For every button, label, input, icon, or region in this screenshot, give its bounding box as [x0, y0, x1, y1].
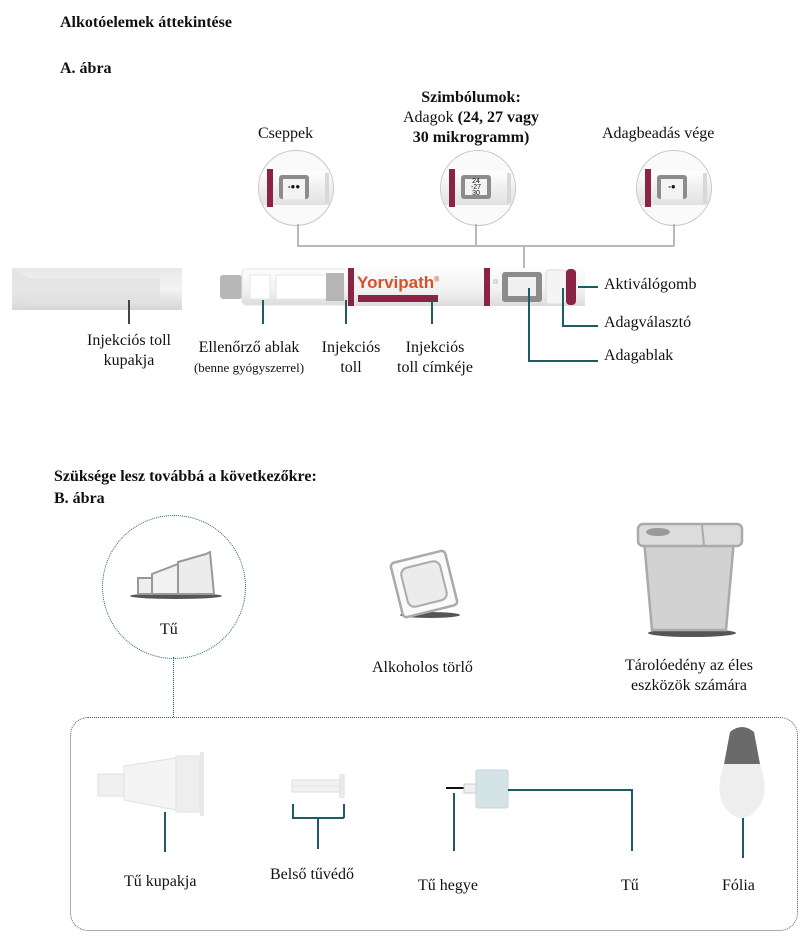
- needle-cap-label: Tű kupakja: [124, 873, 197, 890]
- brand-mark: ®: [434, 276, 440, 284]
- symbols-doses-label: Adagok: [403, 109, 458, 126]
- dose-window: 24 -27 30: [461, 175, 491, 199]
- pen-label-label: Injekciós toll címkéje: [392, 338, 478, 378]
- check-window-label: Ellenőrző ablak (benne gyógyszerrel): [182, 338, 316, 378]
- callout-line: [128, 300, 130, 324]
- pen-band: [449, 169, 455, 207]
- zoom-circle-drops: -●●: [258, 150, 334, 226]
- bracket-line: [343, 804, 345, 818]
- callout-line: [431, 300, 433, 324]
- check-window-sub: (benne gyógyszerrel): [193, 360, 305, 375]
- alcohol-wipe-label: Alkoholos törlő: [372, 659, 473, 676]
- callout-line: [631, 789, 633, 851]
- dose-selector-label: Adagválasztó: [604, 314, 692, 331]
- callout-line: [562, 325, 598, 327]
- callout-line: [508, 789, 632, 791]
- connector-line: [475, 224, 477, 246]
- inner-shield-label: Belső tűvédő: [270, 866, 354, 883]
- sharps-container-label-line1: Tárolóedény az éles: [625, 657, 753, 674]
- callout-line: [262, 300, 264, 324]
- check-window-title: Ellenőrző ablak: [198, 339, 300, 356]
- foil-label: Fólia: [722, 877, 755, 894]
- drops-symbol: -●●: [283, 179, 305, 199]
- symbols-heading: Szimbólumok:: [421, 89, 521, 106]
- needle-packaged-icon: [130, 550, 222, 599]
- bracket-line: [292, 804, 294, 818]
- drops-label: Cseppek: [258, 125, 314, 142]
- callout-line: [164, 812, 166, 852]
- needle-label: Tű: [160, 621, 178, 638]
- pen-label-line1: Injekciós: [405, 339, 465, 356]
- dose-24: 24: [472, 178, 480, 185]
- pen-band: [645, 169, 651, 207]
- callout-line: [578, 286, 598, 288]
- symbols-callout: Szimbólumok: Adagok (24, 27 vagy 30 mikr…: [378, 88, 564, 148]
- figure-a-title: A. ábra: [60, 60, 112, 77]
- connector-line: [673, 224, 675, 246]
- symbols-doses-values: (24, 27 vagy: [457, 109, 539, 126]
- needle-tip-label: Tű hegye: [418, 877, 478, 894]
- callout-line: [317, 817, 319, 849]
- pen-cap-image: [12, 268, 182, 310]
- end-symbol: -●: [661, 179, 683, 199]
- pen-band: [267, 169, 273, 207]
- dose-30: 30: [472, 190, 480, 197]
- dose-window-label: Adagablak: [604, 347, 674, 364]
- dose-window: -●: [657, 175, 687, 199]
- injection-pen-line1: Injekciós: [321, 339, 381, 356]
- needle-part-label: Tű: [621, 877, 639, 894]
- symbols-line3: 30 mikrogramm): [412, 129, 530, 146]
- symbols-line2: Adagok (24, 27 vagy: [378, 108, 564, 128]
- needle-zoom-circle: [102, 515, 246, 659]
- pen-brand-label: Yorvipath®: [357, 273, 439, 293]
- needle-cap-image: [97, 752, 204, 816]
- dotted-connector: [173, 657, 174, 717]
- connector-line: [297, 245, 674, 247]
- sharps-container-icon: [636, 522, 744, 637]
- callout-line: [345, 300, 347, 324]
- connector-line: [297, 224, 299, 246]
- sharps-container-label-line2: eszközök számára: [631, 677, 747, 694]
- callout-line: [742, 818, 744, 858]
- figure-b-intro: Szüksége lesz továbbá a következőkre:: [54, 468, 317, 485]
- callout-line: [528, 288, 530, 360]
- injection-pen-image: [220, 268, 585, 306]
- zoom-circle-doses: 24 -27 30: [440, 150, 516, 226]
- figure-b-title: B. ábra: [54, 490, 105, 507]
- pen-cap-label: Injekciós toll kupakja: [64, 331, 194, 371]
- zoom-circle-end: -●: [636, 150, 712, 226]
- section-title: Alkotóelemek áttekintése: [60, 14, 232, 31]
- pen-label-line2: toll címkéje: [397, 359, 473, 376]
- activation-button-label: Aktiválógomb: [604, 276, 697, 293]
- callout-line: [562, 288, 564, 325]
- pen-cap: [507, 173, 511, 203]
- brand-name: Yorvipath: [357, 273, 435, 292]
- dose-values: 24 -27 30: [465, 178, 487, 197]
- foil-image: [719, 727, 765, 818]
- pen-cap: [703, 173, 707, 203]
- dose-end-label: Adagbeadás vége: [602, 125, 715, 142]
- injection-pen-line2: toll: [340, 359, 362, 376]
- callout-line: [528, 360, 598, 362]
- dose-27: -27: [470, 184, 482, 191]
- alcohol-wipe-icon: [389, 549, 460, 619]
- injection-pen-label: Injekciós toll: [316, 338, 386, 378]
- connector-line: [523, 245, 525, 271]
- dose-window: -●●: [279, 175, 309, 199]
- pen-cap-label-line1: Injekciós toll: [87, 332, 171, 349]
- pen-cap: [325, 173, 329, 203]
- pen-cap-label-line2: kupakja: [103, 352, 155, 369]
- sharps-container-label: Tárolóedény az éles eszközök számára: [606, 656, 772, 696]
- inner-shield-image: [291, 774, 345, 798]
- callout-line: [453, 793, 455, 851]
- needle-parts-box: [70, 717, 798, 931]
